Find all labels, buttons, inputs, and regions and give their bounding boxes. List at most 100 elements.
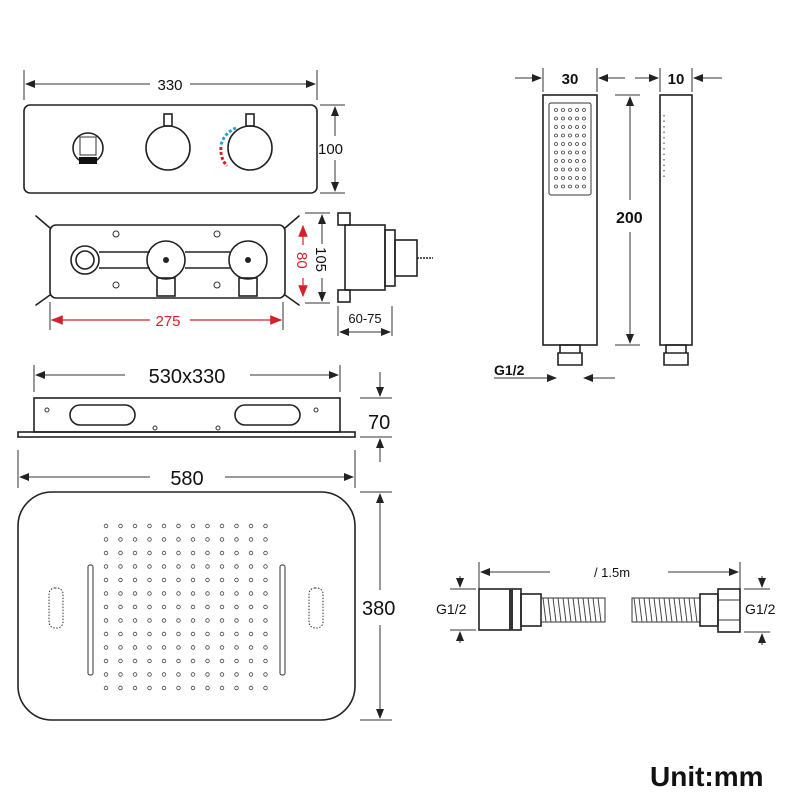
hose-rib (648, 597, 653, 623)
nozzle (248, 672, 254, 677)
nozzle (103, 577, 109, 583)
hose-rib (638, 597, 643, 623)
nozzle (190, 685, 196, 691)
nozzle (205, 685, 210, 691)
nozzle (263, 618, 268, 623)
nozzle (248, 577, 254, 583)
nozzle (190, 672, 196, 677)
nozzle (234, 672, 239, 677)
nozzle (176, 618, 181, 623)
hose-rib (577, 597, 582, 623)
nozzle (554, 108, 558, 112)
nozzle (575, 116, 579, 121)
nozzle (219, 604, 225, 610)
nozzle (582, 184, 586, 189)
nozzle (132, 604, 138, 610)
hand-shower-length-label: 200 (616, 210, 643, 227)
nozzle (561, 133, 565, 138)
hose-rib (567, 597, 572, 623)
nozzle (132, 550, 138, 556)
nozzle (118, 591, 123, 596)
hose-ribs-right (633, 597, 698, 623)
nozzle (176, 658, 181, 664)
nozzle (118, 658, 123, 664)
nozzle (132, 564, 138, 569)
nozzle (132, 537, 138, 542)
hose-rib (542, 597, 547, 623)
nozzle (190, 577, 196, 583)
nozzle (132, 591, 138, 596)
nozzle (103, 618, 109, 623)
nozzle (103, 564, 109, 569)
nozzle (561, 159, 565, 163)
valve-panel-front: 330 100 (23, 70, 345, 194)
shower-hose: / 1.5m G1/2 G1/2 (436, 562, 776, 645)
nozzle (161, 645, 167, 650)
nozzle (103, 645, 109, 650)
nozzle (561, 176, 565, 180)
nozzle (575, 159, 579, 163)
nozzle (118, 604, 123, 610)
nozzle (147, 658, 152, 664)
nozzle (147, 645, 152, 650)
nozzle (219, 672, 225, 677)
hose-rib (658, 597, 663, 623)
nozzle (263, 523, 268, 529)
nozzle (205, 523, 210, 529)
nozzle (575, 142, 579, 146)
nozzle (575, 108, 579, 112)
box-height-label: 105 (312, 247, 329, 272)
nozzle (582, 116, 586, 121)
nozzle (161, 591, 167, 596)
nozzle (147, 672, 152, 677)
hose-rib (633, 597, 638, 623)
nozzle (205, 672, 210, 677)
light-strip-right (279, 564, 286, 676)
nozzle (248, 618, 254, 623)
nozzle (568, 116, 572, 121)
nozzle (161, 550, 167, 556)
nozzle (561, 150, 565, 155)
nozzle (190, 631, 196, 637)
thermostat-knob-icon (227, 125, 273, 171)
nozzle (248, 604, 254, 610)
nozzle (263, 564, 268, 569)
nozzle (248, 564, 254, 569)
hose-rib (587, 597, 592, 623)
nozzle (219, 523, 225, 529)
hose-rib (673, 597, 678, 623)
hand-shower-width-label: 30 (562, 71, 579, 88)
nozzle (554, 133, 558, 138)
nozzle (568, 167, 572, 172)
nozzle (161, 604, 167, 610)
panel-height-label: 100 (318, 141, 343, 158)
nozzle (190, 604, 196, 610)
nozzle (176, 577, 181, 583)
nozzle (568, 159, 572, 163)
nozzle (132, 685, 138, 691)
nozzle (176, 523, 181, 529)
hose-rib (683, 597, 688, 623)
plate-height-label: 70 (368, 412, 390, 434)
hose-rib (552, 597, 557, 623)
nozzle (161, 658, 167, 664)
nozzle (147, 564, 152, 569)
cold-scale-icon (219, 126, 237, 146)
nozzle (190, 645, 196, 650)
nozzle (554, 184, 558, 189)
nozzle (234, 658, 239, 664)
nozzle (147, 631, 152, 637)
hand-shower-thickness-label: 10 (668, 71, 685, 88)
nozzle (575, 133, 579, 138)
nozzle (103, 537, 109, 542)
nozzle (248, 550, 254, 556)
nozzle (176, 537, 181, 542)
nozzle (190, 550, 196, 556)
nozzle (263, 550, 268, 556)
hose-ribs-left (542, 597, 602, 623)
nozzle (234, 631, 239, 637)
nozzle (575, 184, 579, 189)
mist-nozzle-left (48, 587, 64, 629)
unit-label: Unit:mm (650, 761, 764, 792)
nozzle (161, 523, 167, 529)
